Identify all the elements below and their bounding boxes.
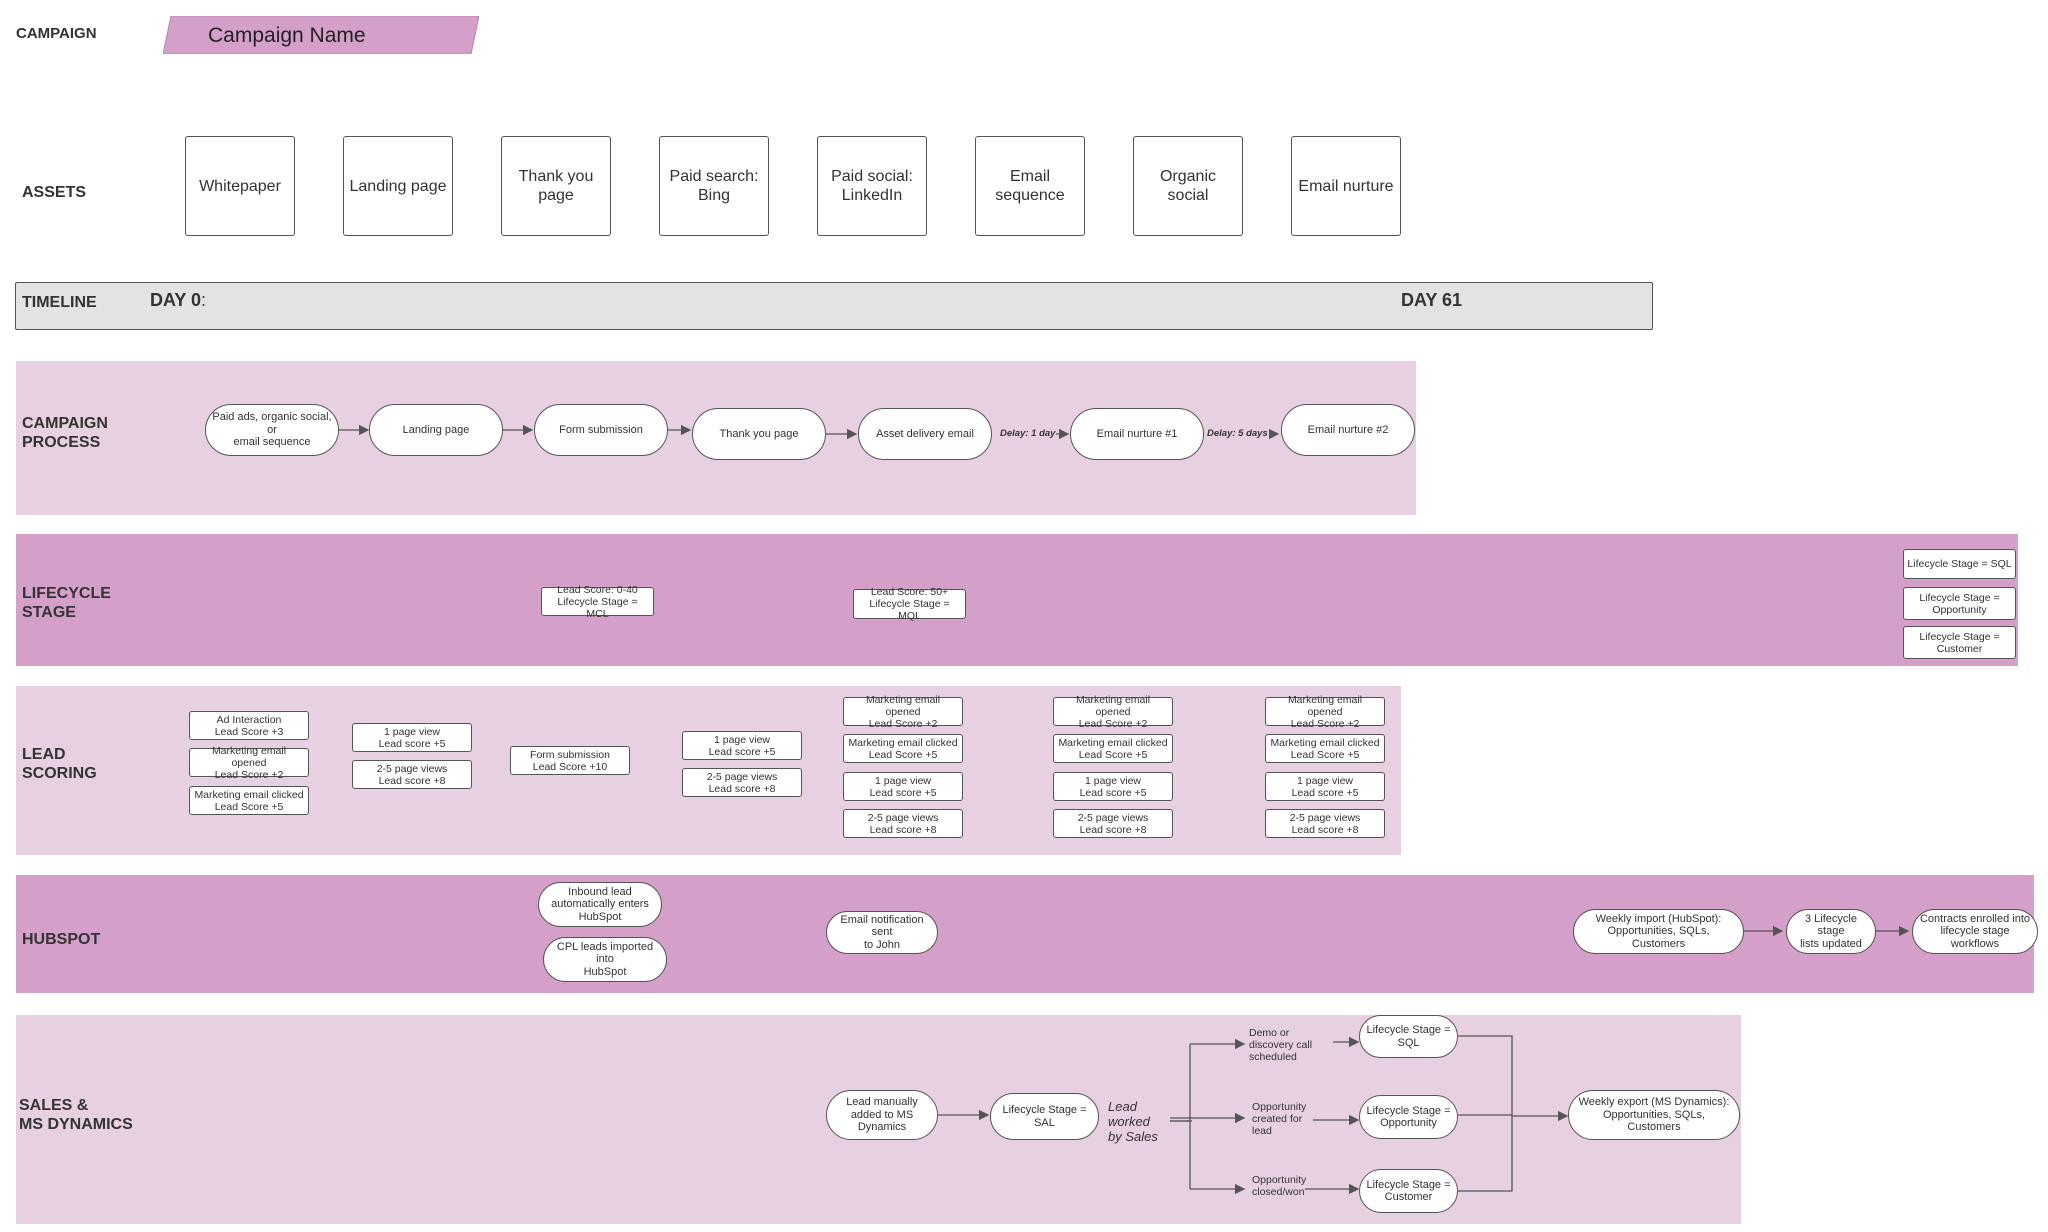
- hubspot-contracts-enrolled[interactable]: Contracts enrolled into lifecycle stage …: [1912, 909, 2038, 954]
- asset-landing-page[interactable]: Landing page: [343, 136, 453, 236]
- score-page-views[interactable]: 2-5 page views Lead score +8: [843, 809, 963, 838]
- score-email-clicked[interactable]: Marketing email clicked Lead Score +5: [843, 734, 963, 763]
- campaign-label: CAMPAIGN: [16, 25, 97, 42]
- score-email-opened[interactable]: Marketing email opened Lead Score +2: [1265, 694, 1385, 730]
- score-page-views[interactable]: 2-5 page views Lead score +8: [682, 768, 802, 797]
- asset-email-nurture[interactable]: Email nurture: [1291, 136, 1401, 236]
- sales-label: SALES & MS DYNAMICS: [19, 1097, 133, 1133]
- timeline-bar: [15, 282, 1653, 330]
- process-step-landing-page[interactable]: Landing page: [369, 404, 503, 456]
- lifecycle-stage-lane: [16, 534, 2018, 666]
- asset-thank-you-page[interactable]: Thank you page: [501, 136, 611, 236]
- hubspot-weekly-import[interactable]: Weekly import (HubSpot): Opportunities, …: [1573, 909, 1744, 954]
- campaign-name: Campaign Name: [208, 24, 366, 47]
- lifecycle-mql[interactable]: Lead Score: 50+ Lifecycle Stage = MQL: [853, 586, 966, 622]
- score-page-views[interactable]: 2-5 page views Lead score +8: [1265, 809, 1385, 838]
- sales-lifecycle-opportunity[interactable]: Lifecycle Stage = Opportunity: [1359, 1095, 1458, 1139]
- score-ad-interaction[interactable]: Ad Interaction Lead Score +3: [189, 711, 309, 740]
- sales-closed-won-note: Opportunity closed/won: [1252, 1174, 1307, 1198]
- hubspot-inbound-lead[interactable]: Inbound lead automatically enters HubSpo…: [538, 882, 662, 927]
- asset-email-sequence[interactable]: Email sequence: [975, 136, 1085, 236]
- asset-paid-social[interactable]: Paid social: LinkedIn: [817, 136, 927, 236]
- asset-organic-social[interactable]: Organic social: [1133, 136, 1243, 236]
- timeline-end: DAY 61: [1401, 290, 1463, 310]
- assets-label: ASSETS: [22, 184, 87, 201]
- hubspot-cpl-import[interactable]: CPL leads imported into HubSpot: [543, 937, 667, 982]
- hubspot-email-notification[interactable]: Email notification sent to John: [826, 911, 938, 954]
- sales-opportunity-created-note: Opportunity created for lead: [1252, 1101, 1307, 1137]
- lifecycle-opportunity[interactable]: Lifecycle Stage = Opportunity: [1903, 587, 2016, 620]
- score-page-views[interactable]: 2-5 page views Lead score +8: [1053, 809, 1173, 838]
- campaign-tag-shape: [163, 16, 479, 54]
- score-page-view[interactable]: 1 page view Lead score +5: [843, 772, 963, 801]
- score-page-view[interactable]: 1 page view Lead score +5: [1265, 772, 1385, 801]
- score-email-opened[interactable]: Marketing email opened Lead Score +2: [843, 694, 963, 730]
- sales-lead-added-manually[interactable]: Lead manually added to MS Dynamics: [826, 1090, 938, 1140]
- sales-lead-worked-note: Lead worked by Sales: [1108, 1099, 1158, 1144]
- hubspot-label: HUBSPOT: [22, 931, 101, 948]
- lifecycle-sql[interactable]: Lifecycle Stage = SQL: [1903, 549, 2016, 579]
- sales-lifecycle-sql[interactable]: Lifecycle Stage = SQL: [1359, 1015, 1458, 1058]
- process-step-email-nurture-2[interactable]: Email nurture #2: [1281, 404, 1415, 456]
- process-step-paid-ads[interactable]: Paid ads, organic social, or email seque…: [205, 404, 339, 456]
- score-page-view[interactable]: 1 page view Lead score +5: [682, 731, 802, 760]
- score-email-clicked[interactable]: Marketing email clicked Lead Score +5: [1265, 734, 1385, 763]
- lead-scoring-label: LEAD SCORING: [22, 746, 97, 782]
- score-page-view[interactable]: 1 page view Lead score +5: [1053, 772, 1173, 801]
- score-email-opened[interactable]: Marketing email opened Lead Score +2: [1053, 694, 1173, 730]
- process-step-thank-you-page[interactable]: Thank you page: [692, 408, 826, 460]
- score-form-submission[interactable]: Form submission Lead Score +10: [510, 746, 630, 775]
- timeline-start: DAY 0:: [150, 290, 207, 310]
- sales-demo-scheduled-note: Demo or discovery call scheduled: [1249, 1027, 1313, 1063]
- delay-1-day: Delay: 1 day: [999, 428, 1057, 439]
- campaign-process-label: CAMPAIGN PROCESS: [22, 415, 108, 451]
- asset-paid-search[interactable]: Paid search: Bing: [659, 136, 769, 236]
- delay-5-days: Delay: 5 days: [1206, 428, 1269, 439]
- hubspot-lists-updated[interactable]: 3 Lifecycle stage lists updated: [1786, 909, 1876, 954]
- sales-weekly-export[interactable]: Weekly export (MS Dynamics): Opportuniti…: [1568, 1090, 1740, 1140]
- score-page-views[interactable]: 2-5 page views Lead score +8: [352, 760, 472, 789]
- score-page-view[interactable]: 1 page view Lead score +5: [352, 723, 472, 752]
- process-step-form-submission[interactable]: Form submission: [534, 404, 668, 456]
- sales-lifecycle-customer[interactable]: Lifecycle Stage = Customer: [1359, 1169, 1458, 1213]
- score-email-opened[interactable]: Marketing email opened Lead Score +2: [189, 745, 309, 781]
- campaign-name-tag[interactable]: Campaign Name: [163, 16, 479, 54]
- score-email-clicked[interactable]: Marketing email clicked Lead Score +5: [1053, 734, 1173, 763]
- lifecycle-customer[interactable]: Lifecycle Stage = Customer: [1903, 626, 2016, 659]
- lifecycle-mcl[interactable]: Lead Score: 0-40 Lifecycle Stage = MCL: [541, 584, 654, 620]
- lifecycle-stage-label: LIFECYCLE STAGE: [22, 585, 111, 621]
- process-step-asset-delivery-email[interactable]: Asset delivery email: [858, 408, 992, 460]
- sales-lifecycle-sal[interactable]: Lifecycle Stage = SAL: [990, 1093, 1099, 1140]
- timeline-label: TIMELINE: [22, 294, 97, 311]
- asset-whitepaper[interactable]: Whitepaper: [185, 136, 295, 236]
- score-email-clicked[interactable]: Marketing email clicked Lead Score +5: [189, 786, 309, 815]
- process-step-email-nurture-1[interactable]: Email nurture #1: [1070, 408, 1204, 460]
